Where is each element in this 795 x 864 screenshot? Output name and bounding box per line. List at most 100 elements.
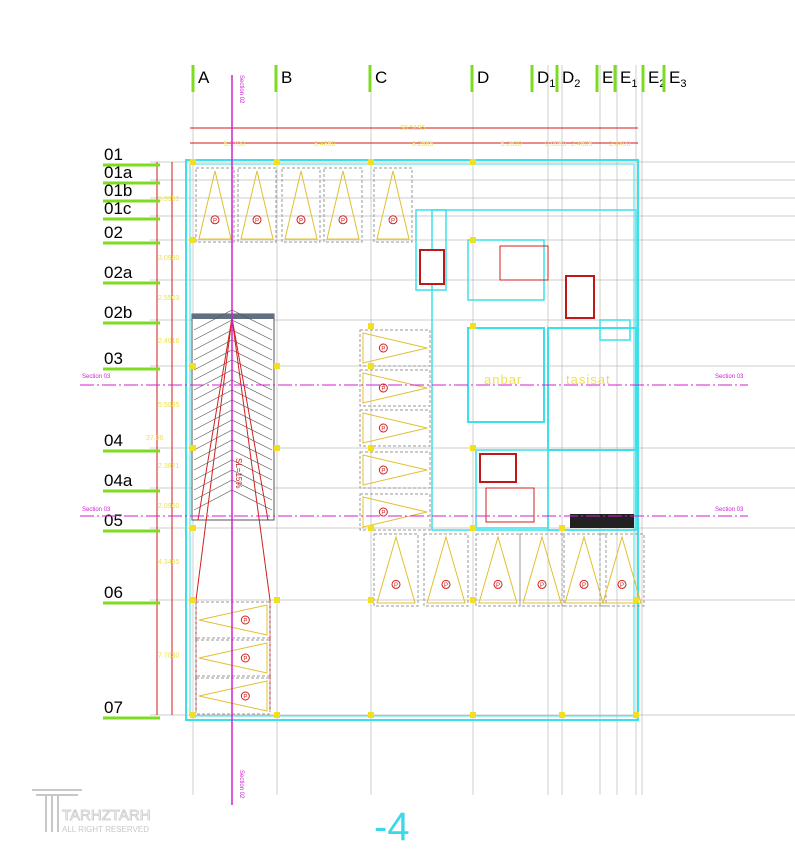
parking-space bbox=[561, 533, 607, 607]
parking-arrow bbox=[362, 454, 428, 486]
structural-column bbox=[190, 597, 196, 603]
structural-column bbox=[190, 363, 196, 369]
logo: TARHZTARH ALL RIGHT RESERVED bbox=[32, 789, 151, 834]
parking-arrow bbox=[478, 535, 518, 604]
grid-label-sub: 1 bbox=[631, 78, 637, 90]
grid-label-01c: 01c bbox=[104, 199, 132, 218]
structural-column bbox=[190, 237, 196, 243]
parking-symbol-circle bbox=[338, 215, 348, 225]
structural-column bbox=[274, 363, 280, 369]
structural-column bbox=[368, 323, 374, 329]
parking-space bbox=[519, 533, 565, 607]
walls bbox=[185, 159, 639, 721]
grid-label-01b: 01b bbox=[104, 181, 132, 200]
parking-symbol-circle bbox=[378, 465, 388, 475]
parking-space bbox=[373, 167, 413, 243]
grid-label-07: 07 bbox=[104, 698, 123, 717]
grid-label-02: 02 bbox=[104, 223, 123, 242]
structural-column bbox=[470, 597, 476, 603]
grid-label-06: 06 bbox=[104, 583, 123, 602]
logo-name: TARHZTARH bbox=[62, 807, 151, 824]
parking-space bbox=[195, 167, 235, 243]
room-label-anbar: anbar bbox=[484, 372, 522, 387]
grid-label-D1: D1 bbox=[537, 68, 555, 90]
parking-symbol: P bbox=[620, 583, 624, 589]
dimension-text: 2.3821 bbox=[158, 463, 180, 470]
dimension-text: 8.4850 bbox=[314, 141, 336, 148]
parking-symbol: P bbox=[381, 347, 385, 353]
dimension-text: 5.3351 bbox=[158, 196, 180, 203]
structural-column bbox=[633, 597, 639, 603]
parking-space bbox=[423, 533, 469, 607]
grid-label-02a: 02a bbox=[104, 263, 133, 282]
grid-label-01: 01 bbox=[104, 145, 123, 164]
structural-column bbox=[559, 712, 565, 718]
parking-symbol: P bbox=[582, 583, 586, 589]
parking-symbol: P bbox=[255, 218, 259, 224]
parking-space bbox=[599, 533, 645, 607]
parking-symbol-circle bbox=[378, 343, 388, 353]
parking-symbol-circle bbox=[240, 691, 250, 701]
grid-label-sub: 1 bbox=[549, 78, 555, 90]
grid-label-04a: 04a bbox=[104, 471, 133, 490]
parking-space bbox=[359, 493, 431, 531]
grid-label-D2: D2 bbox=[562, 68, 580, 90]
dimension-text: 2.4490 bbox=[609, 141, 631, 148]
dimension-total: 30.5195 bbox=[400, 125, 425, 132]
parking-space bbox=[237, 167, 277, 243]
parking-symbol: P bbox=[213, 218, 217, 224]
parking-arrow bbox=[362, 496, 428, 528]
structural-column bbox=[368, 159, 374, 165]
parking-symbol: P bbox=[299, 218, 303, 224]
parking-symbol-circle bbox=[617, 579, 627, 589]
grid-label-D: D bbox=[477, 68, 489, 87]
dimension-text: 5.2610 bbox=[501, 141, 523, 148]
parking-space bbox=[323, 167, 363, 243]
parking-arrow bbox=[426, 535, 466, 604]
grid-label-sub: 3 bbox=[680, 78, 686, 90]
grid-label-E1: E1 bbox=[620, 68, 637, 90]
parking-symbol: P bbox=[381, 427, 385, 433]
grid-label-E: E bbox=[602, 68, 613, 87]
parking-symbol: P bbox=[444, 583, 448, 589]
grid-label-sub: 2 bbox=[574, 78, 580, 90]
grid-label-sub: 2 bbox=[659, 78, 665, 90]
structural-columns bbox=[190, 159, 639, 718]
parking-arrow bbox=[326, 170, 360, 240]
parking-arrow bbox=[362, 412, 428, 444]
section-label-top: Section 02 bbox=[238, 75, 244, 104]
dimension-text: 7.7030 bbox=[158, 653, 180, 660]
parking-space bbox=[281, 167, 321, 243]
parking-symbol: P bbox=[381, 387, 385, 393]
structural-column bbox=[470, 525, 476, 531]
parking-arrow bbox=[240, 170, 274, 240]
parking-symbol-circle bbox=[537, 579, 547, 589]
dimension-text: 2.5503 bbox=[158, 295, 180, 302]
dimension-text: 5.1700 bbox=[224, 141, 246, 148]
parking-symbol: P bbox=[243, 657, 247, 663]
grid-label-02b: 02b bbox=[104, 303, 132, 322]
structural-column bbox=[633, 712, 639, 718]
structural-column bbox=[368, 445, 374, 451]
grid-label-03: 03 bbox=[104, 349, 123, 368]
dimension-left-total: 37.96 bbox=[146, 435, 164, 442]
parking-symbol: P bbox=[394, 583, 398, 589]
structural-column bbox=[470, 445, 476, 451]
parking-arrow bbox=[564, 535, 604, 604]
grid-label-E3: E3 bbox=[669, 68, 686, 90]
dimension-text: 2.4016 bbox=[158, 338, 180, 345]
structural-column bbox=[368, 712, 374, 718]
parking-symbol-circle bbox=[240, 653, 250, 663]
ramp-slope-label: SL=15% bbox=[234, 458, 243, 488]
parking-symbol-circle bbox=[441, 579, 451, 589]
section-label-left-lower: Section 03 bbox=[82, 507, 111, 513]
grid-lines bbox=[150, 65, 795, 795]
parking-symbol-circle bbox=[210, 215, 220, 225]
section-label-right-upper: Section 03 bbox=[715, 374, 744, 380]
parking-space bbox=[359, 329, 431, 367]
dimension-text: 8.2665 bbox=[412, 141, 434, 148]
parking-symbol-circle bbox=[252, 215, 262, 225]
structural-column bbox=[190, 445, 196, 451]
